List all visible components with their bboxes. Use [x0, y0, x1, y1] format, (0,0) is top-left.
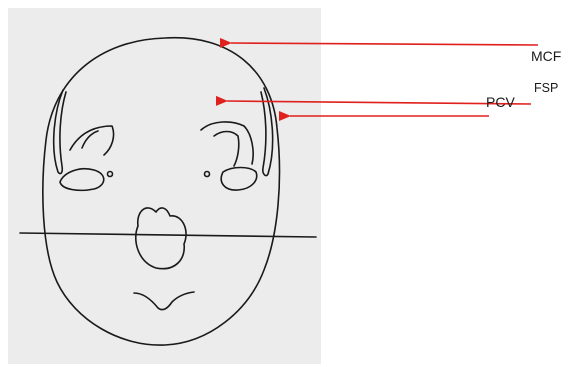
fsp-label: FSP: [534, 82, 558, 95]
sketch-background-panel: [8, 8, 321, 364]
pcv-label: PCV: [486, 95, 515, 109]
mcf-label: MCF: [531, 49, 561, 63]
